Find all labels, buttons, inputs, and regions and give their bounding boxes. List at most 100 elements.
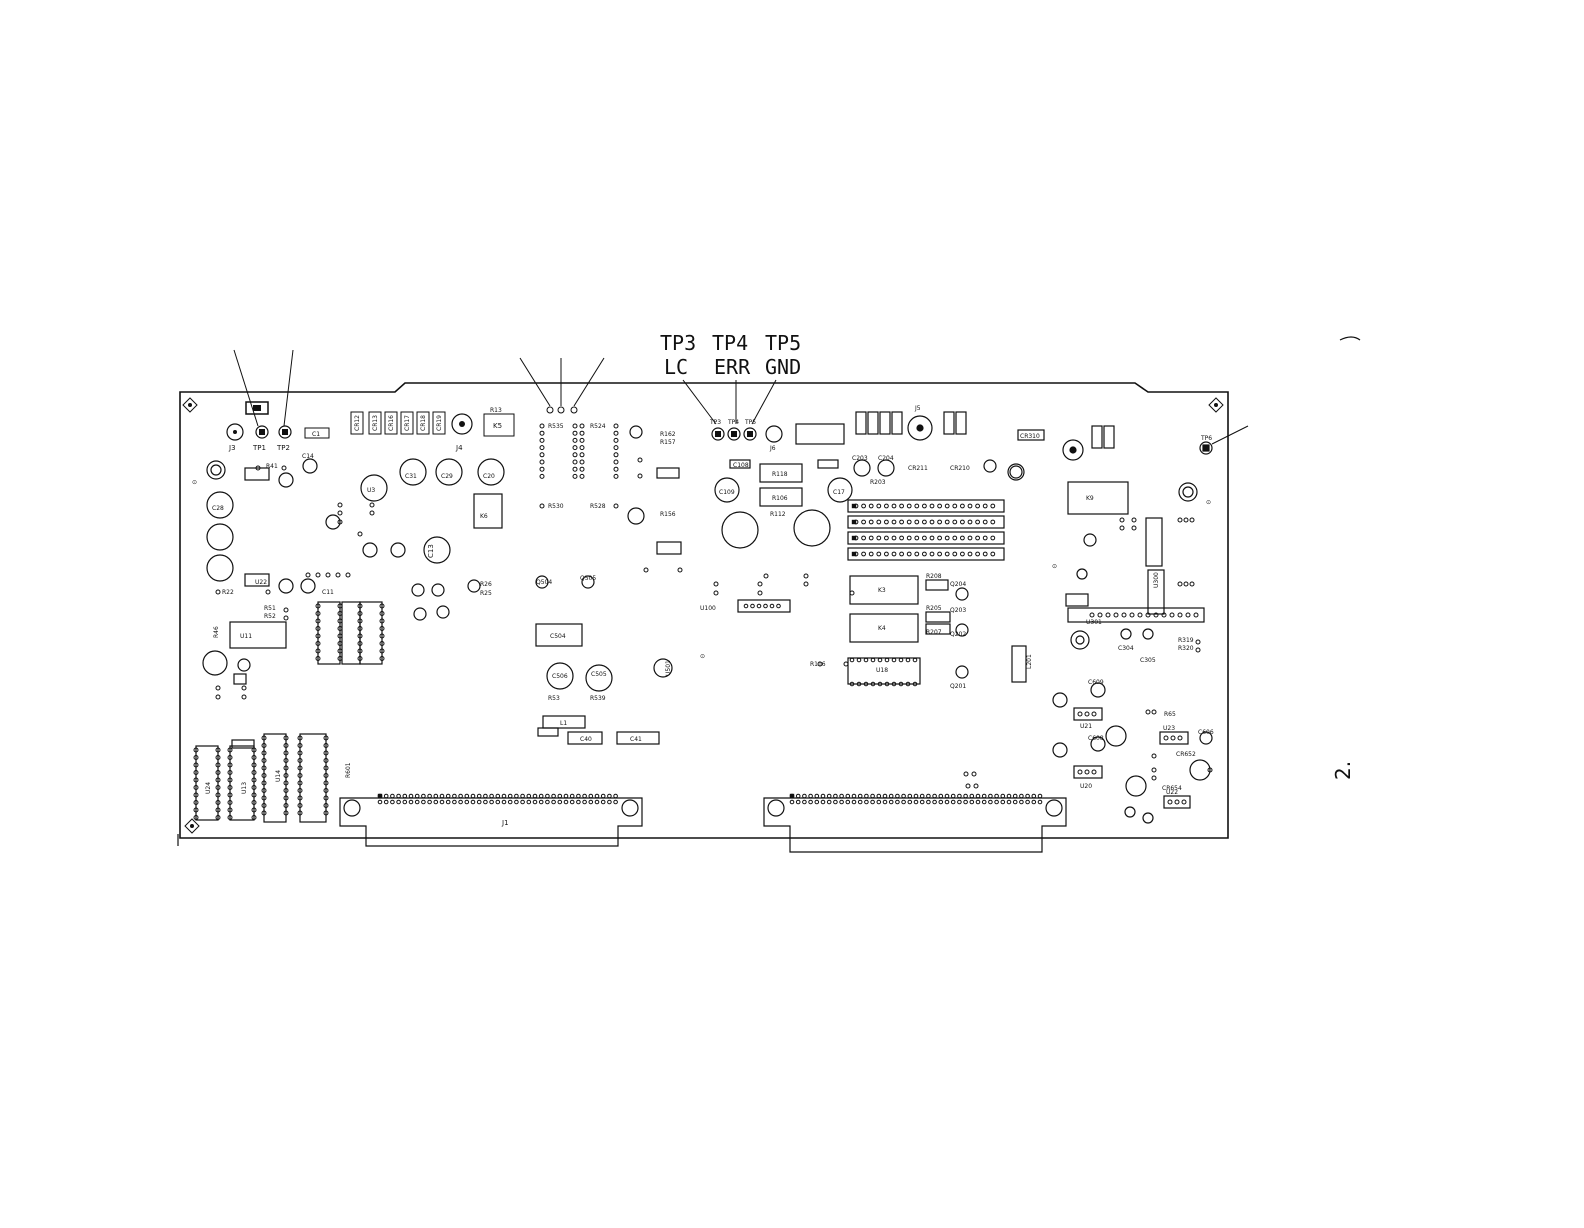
label-c28: C28 xyxy=(212,505,224,512)
pad xyxy=(414,799,420,805)
mounting-hole-bl xyxy=(184,818,200,834)
j5-area xyxy=(855,411,1045,481)
callout-tp5-signal: GND xyxy=(765,355,801,379)
pad xyxy=(576,793,581,799)
pad xyxy=(283,758,289,763)
pad xyxy=(851,793,857,799)
pad xyxy=(283,607,289,613)
label-cr16: CR16 xyxy=(388,415,395,431)
pad xyxy=(579,445,585,451)
pad xyxy=(944,519,950,525)
pad xyxy=(919,799,925,805)
pad xyxy=(1025,793,1030,799)
pad xyxy=(193,747,199,753)
pad xyxy=(402,799,408,805)
label-q504: Q504 xyxy=(536,579,552,586)
pad xyxy=(241,685,247,691)
label-cr17: CR17 xyxy=(404,415,411,431)
pad xyxy=(579,437,585,443)
pad xyxy=(944,503,950,509)
label-c609: C609 xyxy=(1088,679,1104,686)
label-r319: R319 xyxy=(1178,637,1194,644)
pad xyxy=(868,519,874,525)
pad xyxy=(283,788,289,793)
pad xyxy=(877,681,883,687)
pad xyxy=(1012,793,1018,799)
pad xyxy=(379,626,385,631)
pad xyxy=(757,581,763,587)
pad xyxy=(323,810,329,816)
pad xyxy=(952,503,958,509)
pad xyxy=(379,618,385,624)
pad xyxy=(857,793,863,799)
pad xyxy=(283,780,289,786)
pad xyxy=(396,793,401,799)
pad xyxy=(820,799,826,805)
pad xyxy=(1031,793,1037,799)
label-u21: U21 xyxy=(1080,723,1092,730)
label-c41: C41 xyxy=(630,736,642,743)
pad xyxy=(861,519,866,525)
label-c203: C203 xyxy=(852,455,868,462)
pad xyxy=(982,519,988,525)
pad xyxy=(323,803,329,808)
left-section xyxy=(202,458,505,685)
label-cr12: CR12 xyxy=(354,415,361,431)
pad xyxy=(1183,517,1189,523)
pad xyxy=(965,783,971,789)
label-r51: R51 xyxy=(264,605,276,612)
pad xyxy=(1174,799,1180,805)
pad xyxy=(501,799,507,805)
pad xyxy=(315,648,321,654)
pad xyxy=(851,503,857,509)
svg-text:⊙: ⊙ xyxy=(1052,563,1057,570)
pad xyxy=(876,519,882,525)
pad xyxy=(713,581,719,587)
pad xyxy=(261,765,267,771)
pad xyxy=(283,750,289,756)
label-cr652: CR652 xyxy=(1176,751,1196,758)
svg-text:⊙: ⊙ xyxy=(1206,499,1211,506)
pad xyxy=(814,799,820,805)
pad xyxy=(433,793,439,799)
pad xyxy=(982,503,988,509)
label-r13: R13 xyxy=(490,407,502,414)
pad xyxy=(283,773,289,778)
pad xyxy=(1161,612,1167,618)
pad xyxy=(750,603,755,609)
pad xyxy=(261,780,267,786)
pad xyxy=(600,799,606,805)
pad xyxy=(975,519,980,525)
pad xyxy=(379,633,385,639)
pad xyxy=(489,799,494,805)
pad xyxy=(743,603,749,609)
pad xyxy=(1019,793,1024,799)
pad xyxy=(888,799,894,805)
pad xyxy=(789,793,795,799)
pad xyxy=(470,793,476,799)
pad xyxy=(613,503,619,509)
pad xyxy=(957,793,962,799)
pad xyxy=(357,618,363,624)
pad xyxy=(427,799,432,805)
label-cr310: CR310 xyxy=(1020,433,1040,440)
pad xyxy=(1145,612,1151,618)
pad xyxy=(895,799,900,805)
pad xyxy=(261,795,267,801)
label-c31: C31 xyxy=(405,473,417,480)
pad xyxy=(613,799,618,805)
label-l1: L1 xyxy=(560,720,567,727)
svg-text:⊙: ⊙ xyxy=(192,479,197,486)
label-q505: Q505 xyxy=(580,575,596,582)
pad xyxy=(1077,769,1083,775)
label-c204: C204 xyxy=(878,455,894,462)
pad xyxy=(193,807,199,813)
pad xyxy=(337,641,343,646)
pad xyxy=(1163,735,1169,741)
pad xyxy=(926,799,931,805)
pad xyxy=(845,793,851,799)
pad xyxy=(950,793,956,799)
pad xyxy=(982,551,988,557)
pad xyxy=(489,793,494,799)
pad xyxy=(973,783,979,789)
